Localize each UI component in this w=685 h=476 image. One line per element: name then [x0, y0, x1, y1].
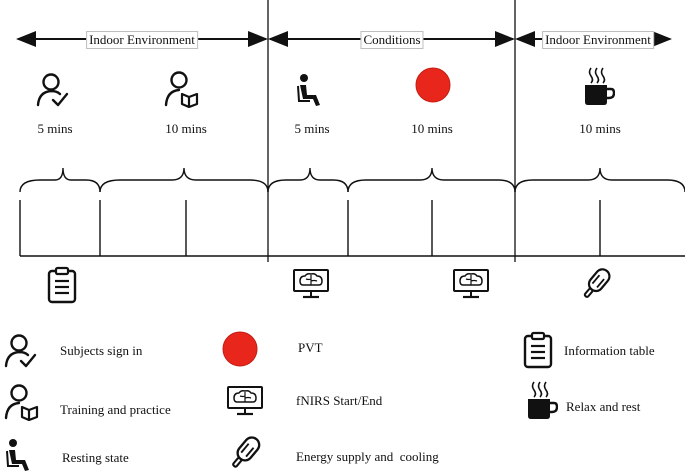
- brace: [267, 167, 349, 193]
- coffee-cup-icon: [585, 67, 615, 105]
- brace: [514, 167, 685, 193]
- brace: [347, 167, 516, 193]
- legend-label-resting-state: Resting state: [62, 450, 129, 465]
- brace: [19, 167, 101, 193]
- phase-label-indoor-2: Indoor Environment: [542, 31, 654, 49]
- brain-monitor-icon: [453, 269, 489, 299]
- legend-label-relax: Relax and rest: [566, 399, 641, 414]
- legend-label-subjects-sign-in: Subjects sign in: [60, 343, 143, 358]
- timeline-ticks: [19, 200, 601, 256]
- clipboard-icon: [47, 266, 77, 304]
- red-circle-icon: [222, 331, 258, 367]
- person-check-icon: [36, 73, 69, 107]
- person-book-icon: [4, 384, 39, 421]
- duration-label: 5 mins: [37, 121, 73, 136]
- legend-label-information-table: Information table: [564, 343, 655, 358]
- red-circle-icon: [415, 67, 451, 103]
- seated-person-icon: [297, 74, 320, 106]
- coffee-cup-icon: [528, 381, 558, 419]
- duration-label: 10 mins: [411, 121, 453, 136]
- brace: [99, 167, 269, 193]
- duration-label: 5 mins: [294, 121, 330, 136]
- legend-label-energy: Energy supply and cooling: [296, 449, 439, 464]
- legend-label-fnirs: fNIRS Start/End: [296, 393, 383, 408]
- person-check-icon: [4, 334, 37, 368]
- brain-monitor-icon: [227, 386, 263, 416]
- seated-person-icon: [6, 439, 29, 471]
- person-book-icon: [164, 71, 199, 108]
- phase-label-conditions: Conditions: [360, 31, 424, 49]
- clipboard-icon: [523, 331, 553, 369]
- legend-label-pvt: PVT: [298, 340, 323, 355]
- duration-label: 10 mins: [579, 121, 621, 136]
- brain-monitor-icon: [293, 269, 329, 299]
- popsicle-icon: [583, 268, 611, 298]
- popsicle-icon: [232, 436, 261, 468]
- legend-label-training: Training and practice: [60, 402, 171, 417]
- duration-label: 10 mins: [165, 121, 207, 136]
- phase-label-indoor-1: Indoor Environment: [86, 31, 198, 49]
